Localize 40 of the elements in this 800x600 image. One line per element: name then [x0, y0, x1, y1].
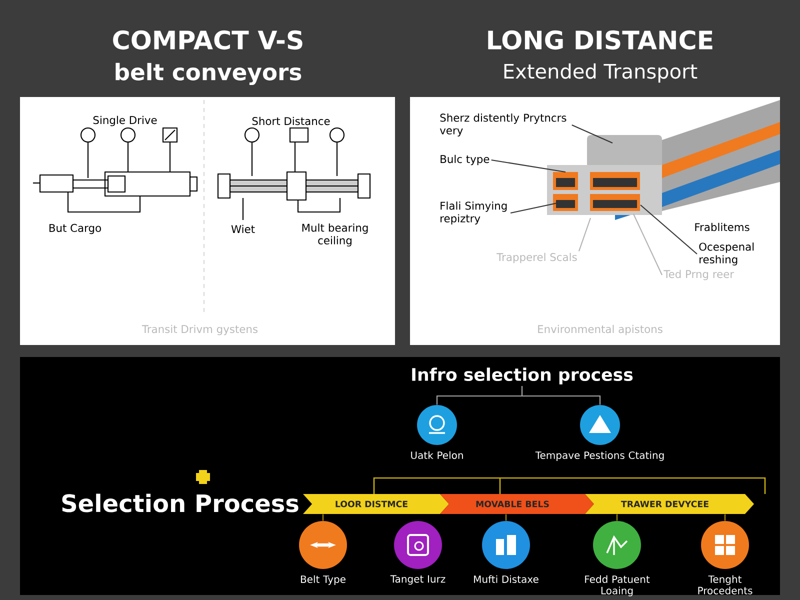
- callout-label: Sherz distently Prytncrs very: [440, 114, 566, 136]
- caption-text: Environmental apistons: [538, 324, 662, 336]
- icon-label: Uatk Pelon: [411, 451, 463, 460]
- caption-text: Transit Drivm gystens: [142, 324, 258, 336]
- leader-line: [633, 214, 662, 276]
- section-title: Selection Process: [62, 494, 298, 512]
- icon-label: Fedd Patuent Loaing: [585, 575, 650, 596]
- panel-title: COMPACT V-S: [113, 30, 302, 50]
- part-label: Wiet: [231, 224, 255, 234]
- part-label: But Cargo: [49, 224, 101, 234]
- leader-line: [572, 124, 613, 144]
- callout-label: Trapperel Scals: [496, 252, 577, 264]
- part-label: Single Drive: [93, 116, 157, 126]
- connector-line: [505, 514, 507, 521]
- icon-label: Belt Type: [300, 575, 346, 585]
- panel-title: LONG DISTANCE: [488, 30, 712, 50]
- panel-subtitle: belt conveyors: [116, 62, 302, 86]
- connector-line: [322, 514, 324, 521]
- chevron-banner: LOOR DISTMCE: [303, 494, 449, 514]
- part-label: Short Distance: [252, 116, 330, 126]
- icon-label: Tanget Iurz: [390, 575, 446, 585]
- section-heading: Infro selection process: [412, 368, 633, 384]
- leader-line: [640, 204, 698, 254]
- leader-line: [510, 202, 558, 214]
- icon-label: Mufti Distaxe: [474, 575, 538, 584]
- leader-line: [491, 159, 566, 173]
- chevron-banner: MOVABLE BELS: [440, 494, 594, 514]
- connector-line: [616, 514, 618, 521]
- leader-line: [578, 218, 591, 252]
- callout-label: Flali Simying repiztry: [440, 202, 507, 224]
- icon-label: Tempave Pestions Ctating: [535, 451, 664, 461]
- connector-line: [724, 514, 726, 521]
- icon-label: Tenght Procedents: [698, 575, 752, 594]
- callout-label: Ted Prng reer: [664, 270, 734, 280]
- connector-line: [521, 386, 601, 405]
- part-label: Mult bearing ceiling: [302, 224, 368, 246]
- callout-label: Bulc type: [440, 154, 490, 166]
- chevron-banner: TRAWER DEVYCEE: [585, 494, 754, 514]
- panel-subtitle: Extended Transport: [504, 63, 698, 83]
- callout-label: Ocespenal reshing: [699, 242, 754, 266]
